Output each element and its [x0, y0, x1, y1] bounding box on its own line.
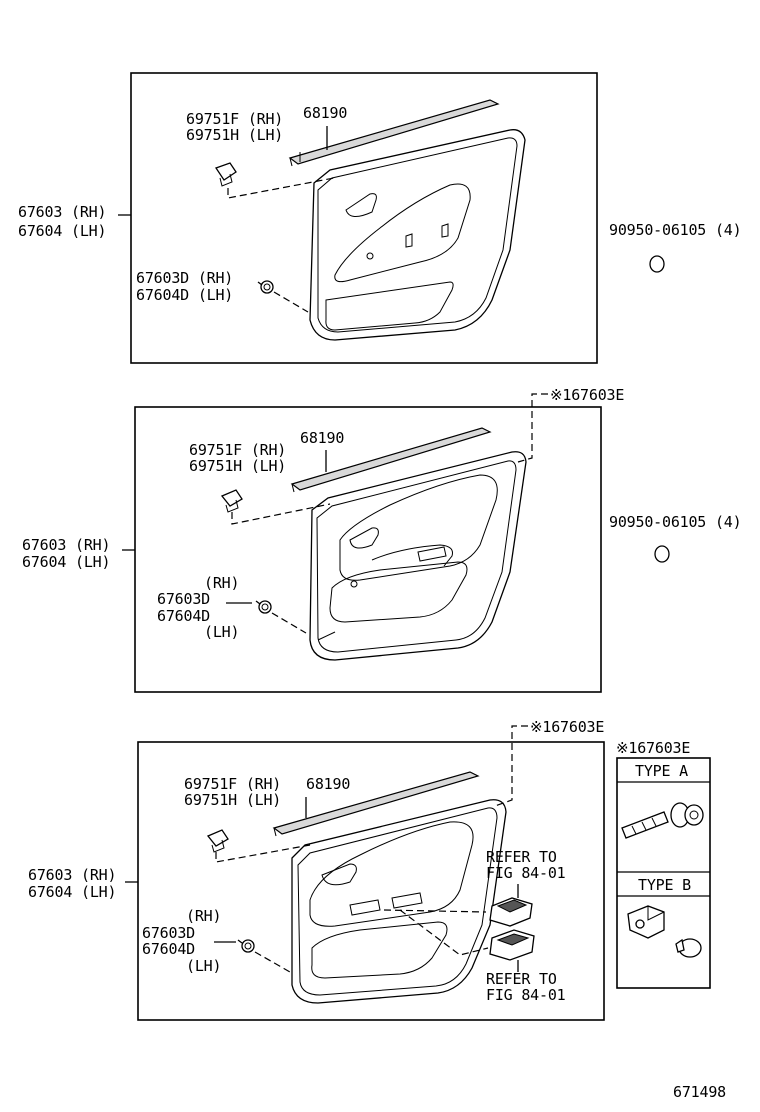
pad-fastener-drawing: [257, 280, 274, 294]
door-trim-board-drawing: [309, 451, 527, 661]
pad-lh-label: 67604D (LH): [136, 286, 233, 304]
door-trim-board-drawing: [309, 129, 526, 341]
type-b-fastener-drawing: [627, 905, 702, 958]
type-inset: ※167603E TYPE A TYPE B: [616, 739, 711, 989]
ref-mark-label: ※167603E: [550, 386, 624, 404]
panel-3-frame: [137, 741, 605, 1021]
weatherstrip-label: 68190: [306, 775, 350, 793]
board-rh-label: 67603 (RH): [22, 536, 110, 554]
clip-lh-label: 69751H (LH): [186, 126, 283, 144]
ref-mark-leader: [494, 725, 528, 807]
type-b-label: TYPE B: [638, 876, 691, 894]
pad-rh-label: 67603D: [157, 590, 210, 608]
pad-fastener-drawing: [237, 939, 255, 953]
pad-rh-label: 67603D (RH): [136, 269, 233, 287]
clip-rh-label: 69751F (RH): [186, 110, 283, 128]
clip-drawing: [214, 162, 237, 187]
board-rh-label: 67603 (RH): [28, 866, 116, 884]
panel-2: ※167603E 69751F (RH) 69751H (LH) 68190 6…: [22, 386, 742, 693]
ref-mark-leader: [517, 393, 548, 463]
type-a-fastener-drawing: [621, 802, 704, 839]
pad-lh-side-label: (LH): [204, 623, 239, 641]
screw-drawing: [649, 255, 665, 273]
pad-rh-label: 67603D: [142, 924, 195, 942]
refer-2-line-2: FIG 84-01: [486, 986, 566, 1004]
ref-mark-label: ※167603E: [530, 718, 604, 736]
board-lh-label: 67604 (LH): [28, 883, 116, 901]
refer-1-line-2: FIG 84-01: [486, 864, 566, 882]
panel-1: 69751F (RH) 69751H (LH) 68190 67603 (RH)…: [18, 72, 742, 364]
screw-drawing: [654, 545, 670, 563]
refer-1-line-1: REFER TO: [486, 848, 557, 866]
inset-ref-mark-label: ※167603E: [616, 739, 690, 757]
pad-rh-side-label: (RH): [186, 907, 221, 925]
panel-3: ※167603E 69751F (RH) 69751H (LH) 68190 6…: [28, 718, 605, 1021]
panel-1-frame: [130, 72, 598, 364]
weatherstrip-drawing: [288, 99, 500, 167]
switch-bezel-drawing: [489, 929, 535, 961]
clip-lh-label: 69751H (LH): [189, 457, 286, 475]
screw-label: 90950-06105 (4): [609, 513, 741, 531]
clip-drawing: [206, 829, 229, 853]
clip-rh-label: 69751F (RH): [189, 441, 286, 459]
weatherstrip-label: 68190: [303, 104, 347, 122]
clip-lh-label: 69751H (LH): [184, 791, 281, 809]
pad-fastener-drawing: [255, 600, 272, 614]
pad-lh-side-label: (LH): [186, 957, 221, 975]
weatherstrip-label: 68190: [300, 429, 344, 447]
weatherstrip-drawing: [290, 427, 492, 493]
weatherstrip-drawing: [272, 771, 480, 837]
diagram-id: 671498: [673, 1083, 726, 1101]
door-trim-board-drawing: [291, 799, 507, 1004]
board-lh-label: 67604 (LH): [22, 553, 110, 571]
screw-label: 90950-06105 (4): [609, 221, 741, 239]
board-rh-label: 67603 (RH): [18, 203, 106, 221]
clip-drawing: [220, 489, 243, 513]
board-lh-label: 67604 (LH): [18, 222, 106, 240]
switch-part-drawing: [489, 897, 533, 927]
refer-2-line-1: REFER TO: [486, 970, 557, 988]
pad-rh-side-label: (RH): [204, 574, 239, 592]
type-a-label: TYPE A: [635, 762, 688, 780]
pad-lh-label: 67604D: [142, 940, 195, 958]
inset-frame: [616, 757, 711, 989]
clip-rh-label: 69751F (RH): [184, 775, 281, 793]
pad-lh-label: 67604D: [157, 607, 210, 625]
